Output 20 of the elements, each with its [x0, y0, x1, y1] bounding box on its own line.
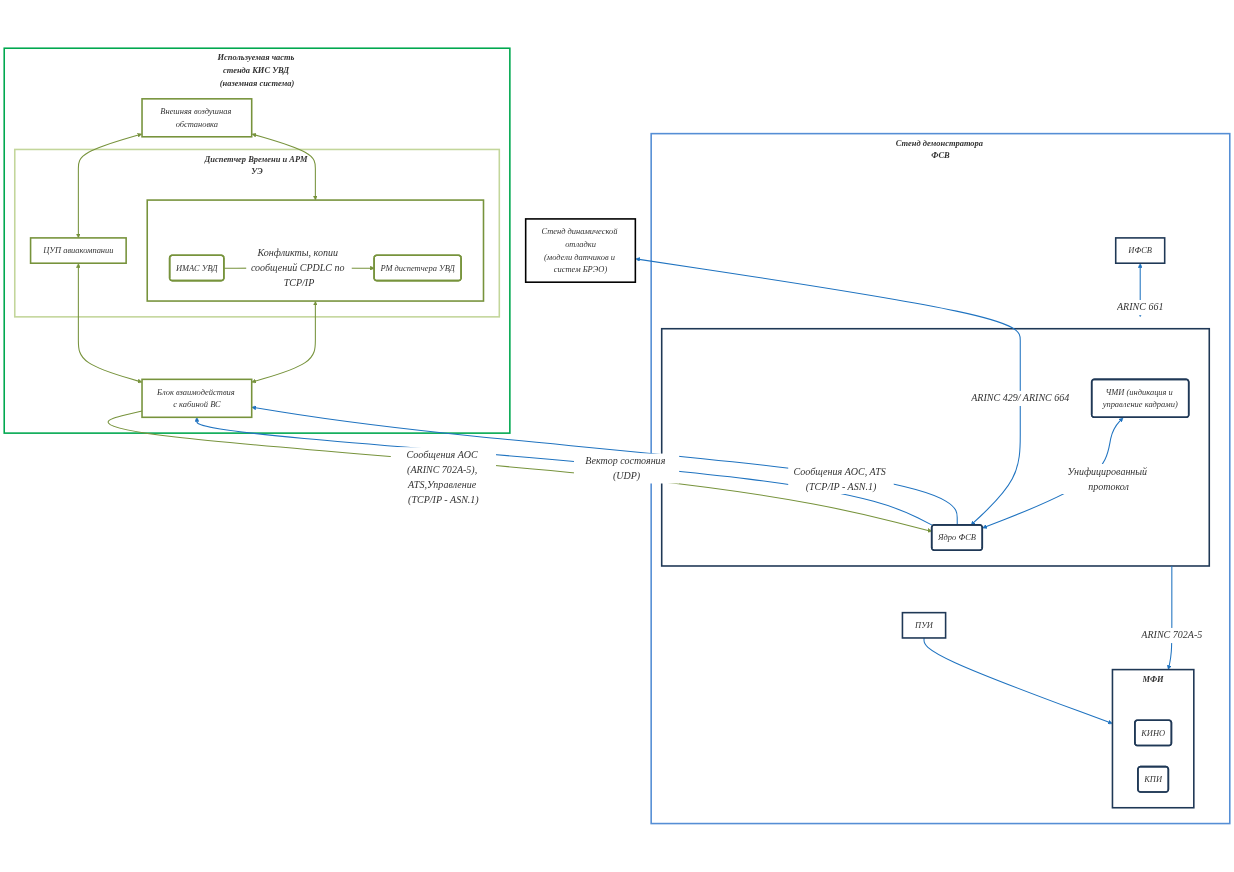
cluster [146, 199, 485, 302]
edge-label: Сообщения AOC, ATS (TCP/IP - ASN.1) [793, 465, 886, 492]
edge-label: ARINC 702A-5 [1141, 629, 1203, 641]
node-box: Внешняя воздушная обстановка [141, 98, 253, 138]
node-box: Стенд динамической отладки (модели датчиков и систем БРЭО) [524, 218, 637, 284]
arrow [251, 301, 318, 384]
node-box: ПУИ [901, 612, 947, 639]
edge-label: ARINC 661 [1116, 301, 1164, 313]
node-box: Блок взаимодействия с кабиной ВС [141, 378, 253, 419]
edge-label: ARINC 429/ ARINC 664 [971, 392, 1070, 404]
node-box: ИФСВ [1114, 237, 1166, 265]
arrow [76, 133, 143, 239]
node-box: ЦУП авиакомпании [29, 237, 127, 265]
arrow [251, 133, 318, 201]
arrow [635, 257, 1021, 526]
edge-label: Конфликты, копии сообщений CPDLC по TCP/IP [250, 247, 345, 289]
edge-label: Унифицированный протокол [1067, 465, 1148, 492]
arrow [76, 263, 143, 384]
arrow [923, 637, 1113, 725]
edge-label: Сообщения AOC (ARINC 702A-5), ATS,Управление (TCP/IP - ASN.1) [406, 448, 479, 506]
